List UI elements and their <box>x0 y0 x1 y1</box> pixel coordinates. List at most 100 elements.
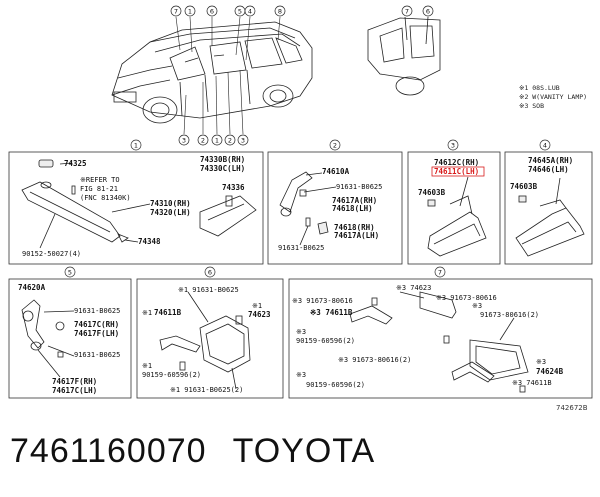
part-number: 7461160070 <box>10 432 207 470</box>
p5-label-74617c-rh: 74617C(RH) <box>74 320 119 329</box>
p5-label-74620a: 74620A <box>18 283 46 292</box>
p2-label-74617a-rh: 74617A(RH) <box>332 196 377 205</box>
p1-label-74348: 74348 <box>138 237 161 246</box>
p1-label-74336: 74336 <box>222 183 245 192</box>
p2-label-91631-a: 91631-B0625 <box>336 183 382 191</box>
figure-code: 742672B <box>556 404 588 412</box>
callout-top-7: 7 <box>405 8 409 16</box>
panel-5-frame <box>8 278 132 399</box>
p3-label-74603b: 74603B <box>418 188 446 197</box>
p4-label-74603b: 74603B <box>510 182 538 191</box>
panel-2-frame <box>267 151 403 265</box>
p3-label-74612c: 74612C(RH) <box>434 158 479 167</box>
panel-7-frame <box>288 278 593 399</box>
panel-2-number: 2 <box>333 142 337 150</box>
callout-top-1: 7 <box>174 8 178 16</box>
panel-3-number: 3 <box>451 142 455 150</box>
p6-label-74623: 74623 <box>248 310 271 319</box>
note-2: ※2 W(VANITY LAMP) <box>519 93 587 101</box>
p6-label-90159: 90159-60596(2) <box>142 371 201 379</box>
callout-top-3: 6 <box>210 8 214 16</box>
vehicle-illustration <box>111 21 313 124</box>
brand-name: TOYOTA <box>232 432 376 470</box>
panel-3-parts <box>427 176 487 257</box>
p7-label-91673-d: ※3 91673-80616(2) <box>338 356 411 364</box>
p7-label-74611b-a: ※3 74611B <box>310 308 353 317</box>
footer: 7461160070 TOYOTA <box>10 432 401 471</box>
p5-label-91631-a: 91631-B0625 <box>74 307 120 315</box>
p1-label-74310: 74310(RH) <box>150 199 191 208</box>
panel-7-parts <box>349 291 529 393</box>
callout-top-5: 4 <box>248 8 252 16</box>
p1-label-74330c: 74330C(LH) <box>200 164 245 173</box>
p5-label-74617f-lh: 74617F(LH) <box>74 329 119 338</box>
p7-label-91673-b: ※3 91673-80616 <box>436 294 497 302</box>
panel-7-number: 7 <box>438 269 442 277</box>
panel-3-frame <box>407 151 501 265</box>
callout-bottom-1: 3 <box>182 137 186 145</box>
p7-label-mark3-d: ※3 <box>296 371 306 379</box>
p7-label-90159-a: 90159-60596(2) <box>296 337 355 345</box>
p3-highlight-box <box>431 166 485 177</box>
callout-top-6: 8 <box>278 8 282 16</box>
callout-top-4: 5 <box>238 8 242 16</box>
panel-5-number: 5 <box>68 269 72 277</box>
p1-label-74320: 74320(LH) <box>150 208 191 217</box>
p6-label-91631-bottom: ※1 91631-B0625(2) <box>170 386 243 394</box>
callout-top-8: 6 <box>426 8 430 16</box>
p7-label-74623: ※3 74623 <box>396 284 431 292</box>
callout-top-2: 1 <box>188 8 192 16</box>
p7-label-90159-b: 90159-60596(2) <box>306 381 365 389</box>
p7-label-74611b-b: ※3 74611B <box>512 379 552 387</box>
p5-label-74617f-rh: 74617F(RH) <box>52 377 97 386</box>
p6-label-mark1-c: ※1 <box>142 362 152 370</box>
p7-label-mark3-a: ※3 <box>472 302 482 310</box>
p1-label-fig: FIG 81-21 <box>80 185 118 193</box>
p6-label-mark1-b: ※1 <box>142 309 152 317</box>
note-1: ※1 08S.LUB <box>519 84 560 92</box>
p7-label-mark3-c: ※3 <box>536 358 546 366</box>
p2-label-74618-lh: 74618(LH) <box>332 204 373 213</box>
p1-label-fnc: (FNC 81340K) <box>80 194 131 202</box>
p3-label-74611c-highlight: 74611C(LH) <box>434 167 479 176</box>
rear-vehicle-illustration <box>367 16 441 96</box>
p1-label-74325: 74325 <box>64 159 87 168</box>
panel-1-parts <box>21 159 257 249</box>
p5-label-74617c-lh: 74617C(LH) <box>52 386 97 395</box>
panel-5-parts <box>21 299 75 378</box>
p7-label-74624b: 74624B <box>536 367 564 376</box>
p7-label-mark3-b: ※3 <box>296 328 306 336</box>
p1-label-refer: ※REFER TO <box>80 176 120 184</box>
p4-label-74645a: 74645A(RH) <box>528 156 573 165</box>
p4-label-74646: 74646(LH) <box>528 165 569 174</box>
panel-4-parts <box>515 177 585 257</box>
p2-label-74610a: 74610A <box>322 167 350 176</box>
panel-6-frame <box>136 278 284 399</box>
callout-bottom-3: 1 <box>215 137 219 145</box>
panel-1-number: 1 <box>134 142 138 150</box>
p6-label-mark1-a: ※1 <box>252 302 262 310</box>
p7-label-91673-c: 91673-80616(2) <box>480 311 539 319</box>
callout-bottom-2: 2 <box>201 137 205 145</box>
p1-label-74330b: 74330B(RH) <box>200 155 245 164</box>
p5-label-91631-b: 91631-B0625 <box>74 351 120 359</box>
p2-label-74618-rh: 74618(RH) <box>334 223 375 232</box>
p2-label-74617a-lh: 74617A(LH) <box>334 231 379 240</box>
panel-1-frame <box>8 151 264 265</box>
panel-6-parts <box>159 291 251 390</box>
p6-label-74611b: 74611B <box>154 308 182 317</box>
panel-6-number: 6 <box>208 269 212 277</box>
p6-label-91631-top: ※1 91631-B0625 <box>178 286 239 294</box>
panel-4-number: 4 <box>543 142 547 150</box>
p2-label-91631-b: 91631-B0625 <box>278 244 324 252</box>
panel-2-parts <box>279 171 337 246</box>
note-3: ※3 SOB <box>519 102 544 110</box>
p7-label-91673-a: ※3 91673-80616 <box>292 297 353 305</box>
panel-4-frame <box>504 151 593 265</box>
callout-bottom-5: 3 <box>241 137 245 145</box>
top-callouts: 7 1 6 5 4 8 7 6 3 2 1 2 3 <box>170 5 434 146</box>
p1-label-90152: 90152-50027(4) <box>22 250 81 258</box>
callout-bottom-4: 2 <box>228 137 232 145</box>
